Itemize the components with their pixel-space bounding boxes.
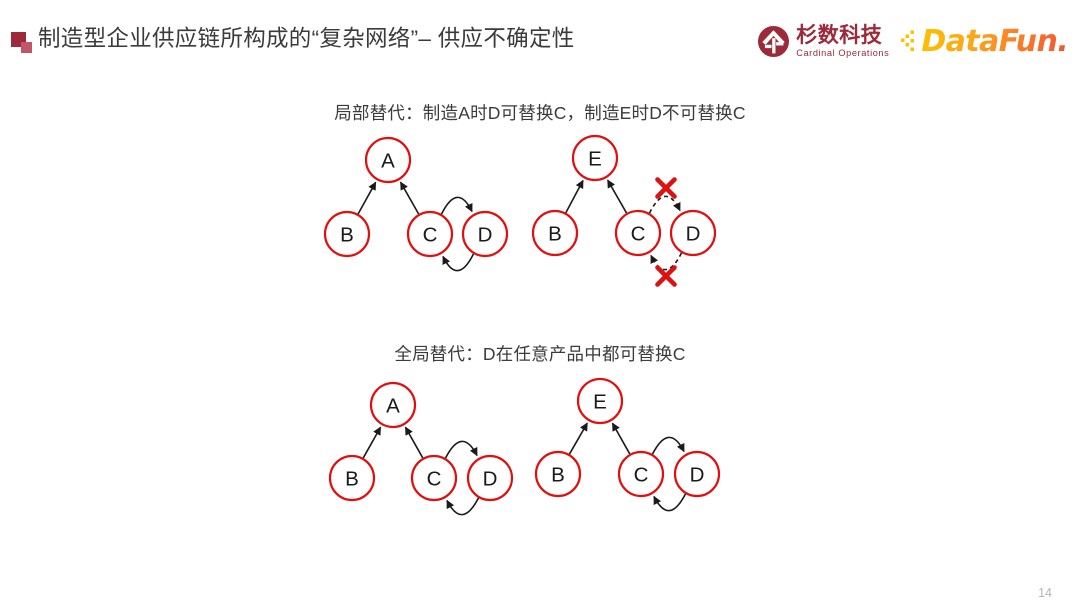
node-global-A-C: C bbox=[410, 454, 458, 502]
logo-group: 杉数科技 Cardinal Operations DataFun. bbox=[757, 22, 1069, 62]
node-label-D: D bbox=[690, 464, 705, 487]
node-circle-E bbox=[576, 377, 624, 425]
node-local-A-A: A bbox=[364, 136, 412, 184]
node-local-A-B: B bbox=[323, 210, 371, 258]
edge-D-to-C-arc-bottom bbox=[653, 493, 687, 512]
node-label-D: D bbox=[686, 223, 701, 246]
node-circle-C bbox=[614, 209, 662, 257]
x-stroke-1 bbox=[655, 177, 677, 199]
node-label-D: D bbox=[483, 468, 498, 491]
page-title: 制造型企业供应链所构成的“复杂网络”– 供应不确定性 bbox=[38, 26, 575, 51]
edge-C-to-D-arc-top bbox=[440, 196, 473, 215]
node-label-C: C bbox=[631, 223, 646, 246]
node-label-A: A bbox=[381, 150, 395, 173]
cardinal-logo-cn: 杉数科技 bbox=[796, 23, 883, 48]
edge-D-to-C-arc-bottom bbox=[650, 252, 683, 271]
node-local-A-D: D bbox=[461, 210, 509, 258]
node-circle-D bbox=[669, 209, 717, 257]
edge-B-to-E bbox=[565, 179, 584, 214]
node-label-E: E bbox=[588, 148, 602, 171]
node-circle-A bbox=[369, 381, 417, 429]
x-stroke-1 bbox=[655, 265, 677, 287]
cardinal-logo-en: Cardinal Operations bbox=[796, 48, 890, 59]
bullet-square-small bbox=[21, 42, 32, 53]
node-global-E-C: C bbox=[617, 450, 665, 498]
node-label-B: B bbox=[551, 464, 565, 487]
edge-C-to-D-arc-top bbox=[444, 440, 478, 459]
node-circle-B bbox=[328, 454, 376, 502]
datafun-logo-text: DataFun. bbox=[921, 24, 1068, 59]
node-circle-C bbox=[410, 454, 458, 502]
cardinal-operations-logo: 杉数科技 Cardinal Operations bbox=[757, 25, 889, 58]
node-label-E: E bbox=[593, 391, 607, 414]
node-circle-B bbox=[323, 210, 371, 258]
slide-header: 制造型企业供应链所构成的“复杂网络”– 供应不确定性 杉数科技 Cardinal… bbox=[0, 0, 1080, 80]
double-square-bullet-icon bbox=[11, 32, 33, 54]
node-local-A-C: C bbox=[406, 210, 454, 258]
node-circle-D bbox=[673, 450, 721, 498]
datafun-logo: DataFun. bbox=[901, 24, 1069, 59]
edge-D-to-C-arc-bottom bbox=[446, 497, 480, 516]
edge-B-to-A bbox=[357, 181, 377, 215]
node-label-B: B bbox=[548, 223, 562, 246]
node-global-A-B: B bbox=[328, 454, 376, 502]
node-circle-B bbox=[531, 209, 579, 257]
diagram-nodes: A B C D E B C D A B C D E B C D bbox=[323, 134, 721, 502]
section-caption-global-substitution: 全局替代：D在任意产品中都可替换C bbox=[394, 344, 686, 364]
node-circle-E bbox=[571, 134, 619, 182]
node-global-A-D: D bbox=[466, 454, 514, 502]
edge-C-to-A bbox=[404, 426, 424, 459]
node-label-A: A bbox=[386, 395, 400, 418]
edge-B-to-A bbox=[362, 426, 382, 459]
node-circle-D bbox=[461, 210, 509, 258]
node-label-C: C bbox=[423, 224, 438, 247]
node-label-D: D bbox=[478, 224, 493, 247]
edge-B-to-E bbox=[568, 422, 588, 455]
node-circle-C bbox=[617, 450, 665, 498]
blocked-x-icon-local-E-0 bbox=[655, 177, 677, 199]
blocked-x-icon-local-E-1 bbox=[655, 265, 677, 287]
node-global-E-D: D bbox=[673, 450, 721, 498]
edge-D-to-C-arc-bottom bbox=[442, 253, 475, 272]
node-circle-A bbox=[364, 136, 412, 184]
node-label-B: B bbox=[345, 468, 359, 491]
datafun-dots-icon bbox=[901, 30, 915, 51]
cardinal-mark-icon bbox=[758, 26, 790, 58]
x-stroke-2 bbox=[655, 177, 677, 199]
edge-C-to-D-arc-top bbox=[648, 195, 681, 214]
node-circle-C bbox=[406, 210, 454, 258]
x-stroke-2 bbox=[655, 265, 677, 287]
diagram-blocked-marks bbox=[655, 177, 677, 287]
node-circle-D bbox=[466, 454, 514, 502]
node-global-E-B: B bbox=[534, 450, 582, 498]
node-global-A-A: A bbox=[369, 381, 417, 429]
edge-C-to-E bbox=[611, 422, 631, 455]
edge-C-to-A bbox=[399, 181, 420, 215]
node-label-C: C bbox=[427, 468, 442, 491]
node-local-E-E: E bbox=[571, 134, 619, 182]
node-circle-B bbox=[534, 450, 582, 498]
node-label-B: B bbox=[340, 224, 354, 247]
node-local-E-C: C bbox=[614, 209, 662, 257]
section-caption-local-substitution: 局部替代：制造A时D可替换C，制造E时D不可替换C bbox=[334, 103, 746, 123]
node-local-E-D: D bbox=[669, 209, 717, 257]
node-label-C: C bbox=[634, 464, 649, 487]
edge-C-to-E bbox=[606, 179, 628, 214]
edge-C-to-D-arc-top bbox=[651, 436, 685, 455]
node-global-E-E: E bbox=[576, 377, 624, 425]
node-local-E-B: B bbox=[531, 209, 579, 257]
cardinal-logo-wordmark: 杉数科技 Cardinal Operations bbox=[796, 25, 889, 58]
page-number: 14 bbox=[1038, 586, 1052, 600]
